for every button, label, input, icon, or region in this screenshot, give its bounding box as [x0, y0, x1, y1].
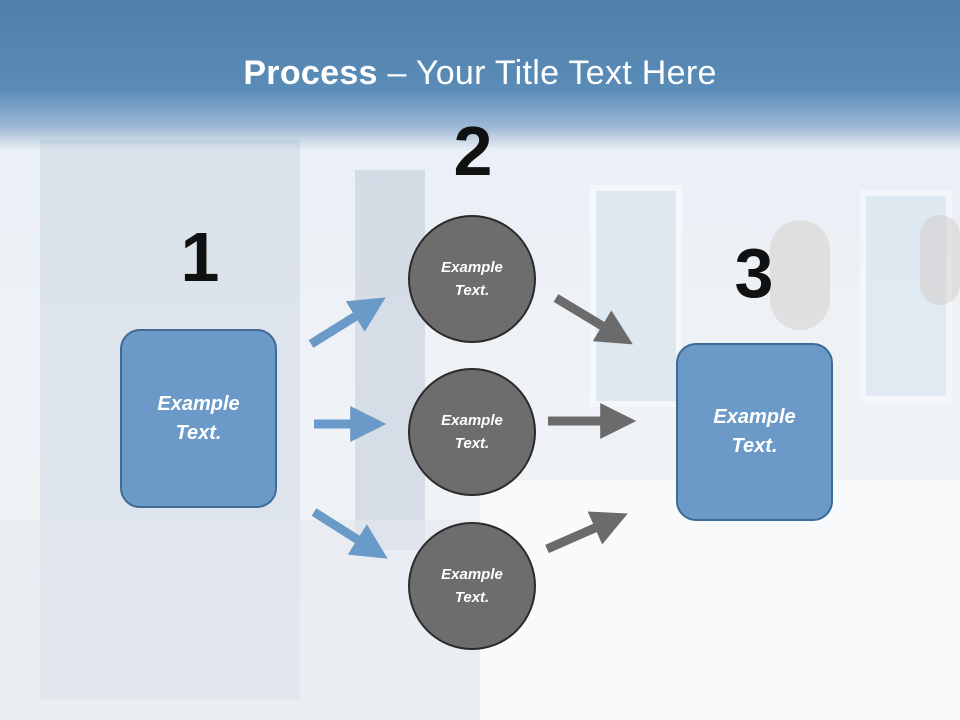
slide-title: Process – Your Title Text Here: [0, 54, 960, 93]
arrow-from-bottom: [545, 511, 628, 554]
step-3-box: Example Text.: [676, 343, 833, 521]
floor-shape: [0, 520, 480, 720]
step-2-circle-middle: Example Text.: [408, 368, 536, 496]
door-shape: [355, 170, 425, 550]
step-2-circle-bottom: Example Text.: [408, 522, 536, 650]
step-number-2: 2: [453, 112, 493, 190]
arrow-from-top: [553, 294, 633, 345]
step-2-circle-top: Example Text.: [408, 215, 536, 343]
arrow-to-bottom: [311, 508, 388, 559]
title-banner: [0, 0, 960, 150]
window-shape: [860, 190, 952, 402]
step-number-1: 1: [180, 218, 220, 296]
step-1-box: Example Text.: [120, 329, 277, 508]
title-bold: Process: [243, 54, 378, 92]
decor-shape: [920, 215, 960, 305]
title-rest: – Your Title Text Here: [377, 54, 717, 92]
decor-shape: [770, 220, 830, 330]
step-number-3: 3: [734, 234, 774, 312]
arrow-to-top: [308, 297, 386, 348]
